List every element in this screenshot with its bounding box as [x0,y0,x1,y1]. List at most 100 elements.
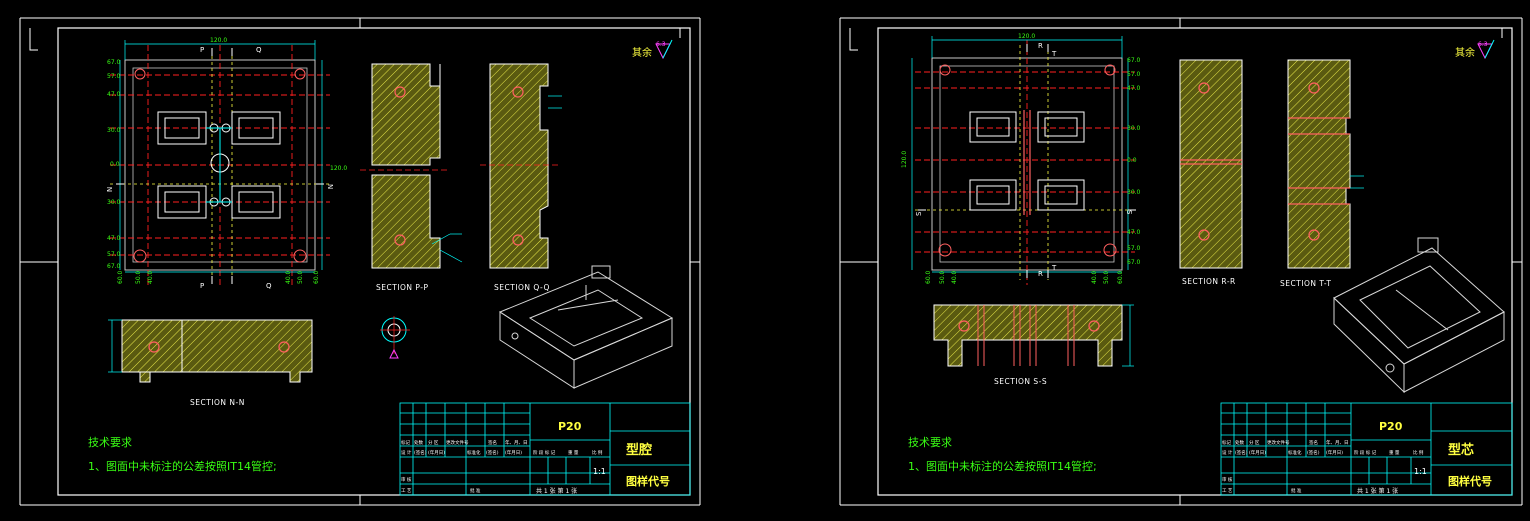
dim-bottom-4: 50.0 [297,270,304,284]
dim-bottom-5: 60.0 [1117,270,1124,284]
dim-right-8: 67.0 [1127,259,1141,266]
tb-r2-1: (签名) [1235,449,1248,456]
tech-title: 技术要求 [908,436,952,449]
dim-left: 120.0 [901,151,908,168]
tb-r2-5: (年月日) [505,449,522,456]
tb-r2-4: (签名) [1307,449,1320,456]
part-name: 型腔 [626,442,652,458]
roughness-value: 6.3 [1478,41,1488,48]
material-code: P20 [558,420,582,433]
section-top-t: T [1051,50,1057,58]
dim-bottom-2: 40.0 [951,270,958,284]
section-bottom-t: T [1051,264,1057,272]
tb-r2b-2: 比 例 [592,449,603,456]
dim-bottom-0: 60.0 [117,270,124,284]
section-r-r-view: SECTION R-R [1179,59,1243,286]
tech-requirements-right: 技术要求 1、图面中未标注的公差按照IT14管控; [908,436,1097,473]
dims-bottom-list-right: 60.0 50.0 40.0 40.0 50.0 60.0 [925,270,1124,284]
dim-right: 120.0 [330,165,347,172]
section-side-n-right: N [326,184,334,189]
surface-note-label: 其余 [1455,46,1475,59]
dim-top: 120.0 [1018,33,1035,40]
tb-r1-4: 签名 [488,439,497,446]
tb-r3-0: 审 核 [401,476,412,483]
dim-right-5: 30.0 [1127,189,1141,196]
tb-r2-0: 设 计 [1222,449,1233,456]
tb-r1-3: 更改文件号 [1267,439,1290,446]
isometric-view-right [1333,237,1505,394]
tb-r2b-1: 重 量 [1389,449,1400,456]
sheet-frame-left [19,17,701,506]
section-bottom-p: P [200,282,204,290]
tb-r4-2: 批 准 [470,487,481,494]
title-block-right: P20 型芯 图样代号 1:1 共 1 张 第 1 张 标记 处数 分 区 更改… [1220,402,1513,496]
tb-r1-2: 分 区 [428,439,439,446]
section-t-t-caption: SECTION T-T [1280,279,1331,288]
section-top-r: R [1038,42,1043,50]
tech-requirements-left: 技术要求 1、图面中未标注的公差按照IT14管控; [88,436,277,473]
tech-title: 技术要求 [88,436,132,449]
tech-item: 1、图面中未标注的公差按照IT14管控; [908,459,1097,473]
tb-r1-5: 年、月、日 [1326,439,1349,446]
section-s-s-view: SECTION S-S [933,304,1134,386]
tb-r2-1: (签名) [414,449,427,456]
tb-r2-5: (年月日) [1326,449,1343,456]
tb-r1-1: 处数 [414,439,423,446]
section-p-p-caption: SECTION P-P [376,283,429,292]
isometric-view-left [498,265,674,389]
section-q-q-view: SECTION Q-Q [480,63,562,292]
plan-view-right: 120.0 120.0 67.0 57.0 47.0 30.0 0.0 30.0… [901,33,1141,285]
tb-r2-2: (年月日) [428,449,445,456]
dim-bottom-1: 50.0 [939,270,946,284]
dim-right-2: 47.0 [1127,85,1141,92]
tb-r2-3: 标准化 [1288,449,1302,456]
scale-value: 1:1 [1414,467,1427,476]
section-r-r-caption: SECTION R-R [1182,277,1236,286]
drawing-left: 其余 6.3 [19,17,701,506]
section-top-p: P [200,46,204,54]
tb-r2-0: 设 计 [401,449,412,456]
section-bottom-q: Q [266,282,272,290]
detail-view-left [380,316,410,359]
sheet-count: 共 1 张 第 1 张 [1357,487,1398,495]
dim-right-4: 0.0 [1127,157,1137,164]
dim-left-2: 47.0 [107,91,121,98]
tb-r1-3: 更改文件号 [446,439,469,446]
material-code: P20 [1379,420,1403,433]
dim-left-6: 47.0 [107,235,121,242]
dims-right-list: 67.0 57.0 47.0 30.0 0.0 30.0 47.0 57.0 6… [1127,57,1141,266]
dim-top: 120.0 [210,37,227,44]
tb-r2b-1: 重 量 [568,449,579,456]
tb-r2-3: 标准化 [467,449,481,456]
tb-r4-2: 批 准 [1291,487,1302,494]
roughness-note-right: 其余 6.3 [1455,39,1495,60]
dim-bottom-0: 60.0 [925,270,932,284]
section-top-q: Q [256,46,262,54]
dim-right-7: 57.0 [1127,245,1141,252]
plan-view-left: 120.0 120.0 67.0 57.0 47.0 30.0 0.0 30.0… [106,37,347,290]
section-n-n-view: SECTION N-N [108,319,313,407]
tb-r1-4: 签名 [1309,439,1318,446]
drawing-code-label: 图样代号 [626,474,670,488]
tb-r4-0: 工 艺 [401,488,412,494]
part-name: 型芯 [1448,442,1474,458]
tb-r3-0: 审 核 [1222,476,1233,483]
dim-bottom-3: 40.0 [285,270,292,284]
scale-value: 1:1 [593,467,606,476]
dim-bottom-5: 60.0 [313,270,320,284]
tb-r1-2: 分 区 [1249,439,1260,446]
roughness-note: 其余 6.3 [632,39,673,60]
tb-r2-2: (年月日) [1249,449,1266,456]
tb-r2b-2: 比 例 [1413,449,1424,456]
drawing-code-label: 图样代号 [1448,474,1492,488]
section-s-s-caption: SECTION S-S [994,377,1047,386]
dim-left-4: 0.0 [110,161,120,168]
dim-right-6: 47.0 [1127,229,1141,236]
dim-right-3: 30.0 [1127,125,1141,132]
section-bottom-r: R [1038,270,1043,278]
dim-right-0: 67.0 [1127,57,1141,64]
dim-left-7: 57.0 [107,251,121,258]
tb-r2b-0: 阶 段 标 记 [1354,449,1377,456]
dim-left-3: 30.0 [107,127,121,134]
